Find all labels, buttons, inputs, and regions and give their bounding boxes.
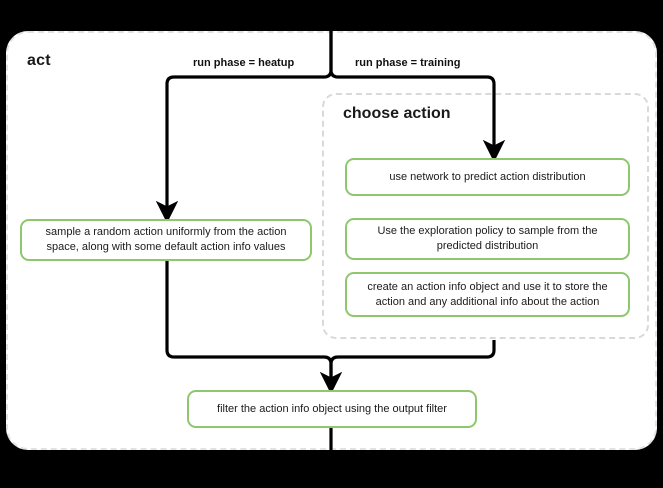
node-sample-random-action[interactable]: sample a random action uniformly from th… bbox=[20, 219, 312, 261]
node-create-action-info[interactable]: create an action info object and use it … bbox=[345, 272, 630, 317]
edge-label-training: run phase = training bbox=[355, 57, 461, 69]
choose-action-title: choose action bbox=[343, 105, 451, 122]
node-filter-action-info[interactable]: filter the action info object using the … bbox=[187, 390, 477, 428]
node-exploration-policy[interactable]: Use the exploration policy to sample fro… bbox=[345, 218, 630, 260]
node-use-network-predict[interactable]: use network to predict action distributi… bbox=[345, 158, 630, 196]
act-title: act bbox=[27, 52, 51, 69]
edge-label-heatup: run phase = heatup bbox=[193, 57, 295, 69]
